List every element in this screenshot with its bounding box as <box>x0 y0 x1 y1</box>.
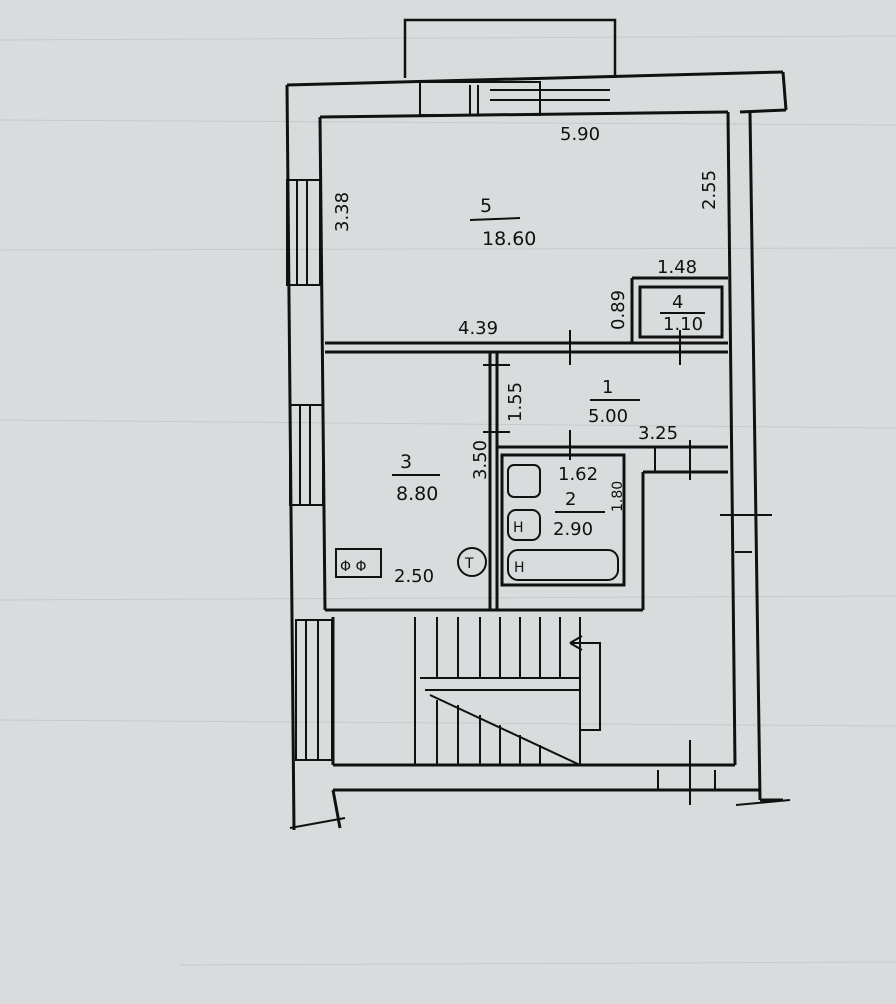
dim-room3-height: 3.50 <box>470 440 491 480</box>
dim-room4-width: 1.48 <box>657 257 697 278</box>
dim-top-width: 5.90 <box>560 124 600 145</box>
stove-icon <box>335 548 382 578</box>
sink-icon <box>507 509 541 541</box>
room4-area: 1.10 <box>663 314 703 335</box>
room3-area: 8.80 <box>396 483 438 505</box>
dim-room3-width: 2.50 <box>394 566 434 587</box>
door-ticks <box>289 85 791 829</box>
dim-bath-width: 1.62 <box>558 464 598 485</box>
dim-room4-height: 0.89 <box>608 290 629 330</box>
bath-icon <box>507 549 619 581</box>
room5-area: 18.60 <box>482 228 536 250</box>
room4-number: 4 <box>672 292 683 313</box>
room2-area: 2.90 <box>553 519 593 540</box>
bath-label: H <box>514 560 525 576</box>
room5-number: 5 <box>480 195 492 217</box>
staircase <box>414 617 601 766</box>
dim-partition-length: 4.39 <box>458 318 498 339</box>
stove-label: Φ Φ <box>340 559 367 575</box>
dim-bath-height: 1.80 <box>610 481 626 512</box>
room1-area: 5.00 <box>588 406 628 427</box>
background-lines <box>0 35 896 966</box>
dim-corridor-width: 3.25 <box>638 423 678 444</box>
sink-label: H <box>513 520 524 536</box>
windows <box>286 81 610 761</box>
dim-left-height: 3.38 <box>332 192 353 232</box>
balcony <box>403 18 617 78</box>
toilet-room3-label: T <box>464 556 474 572</box>
dim-right-height: 2.55 <box>699 170 720 210</box>
room2-number: 2 <box>565 489 576 510</box>
room1-number: 1 <box>602 377 613 398</box>
fixtures <box>335 464 619 581</box>
toilet-icon <box>507 464 541 498</box>
room3-number: 3 <box>400 451 412 473</box>
toilet-room3-icon <box>457 547 487 577</box>
dim-corridor-height: 1.55 <box>505 382 526 422</box>
